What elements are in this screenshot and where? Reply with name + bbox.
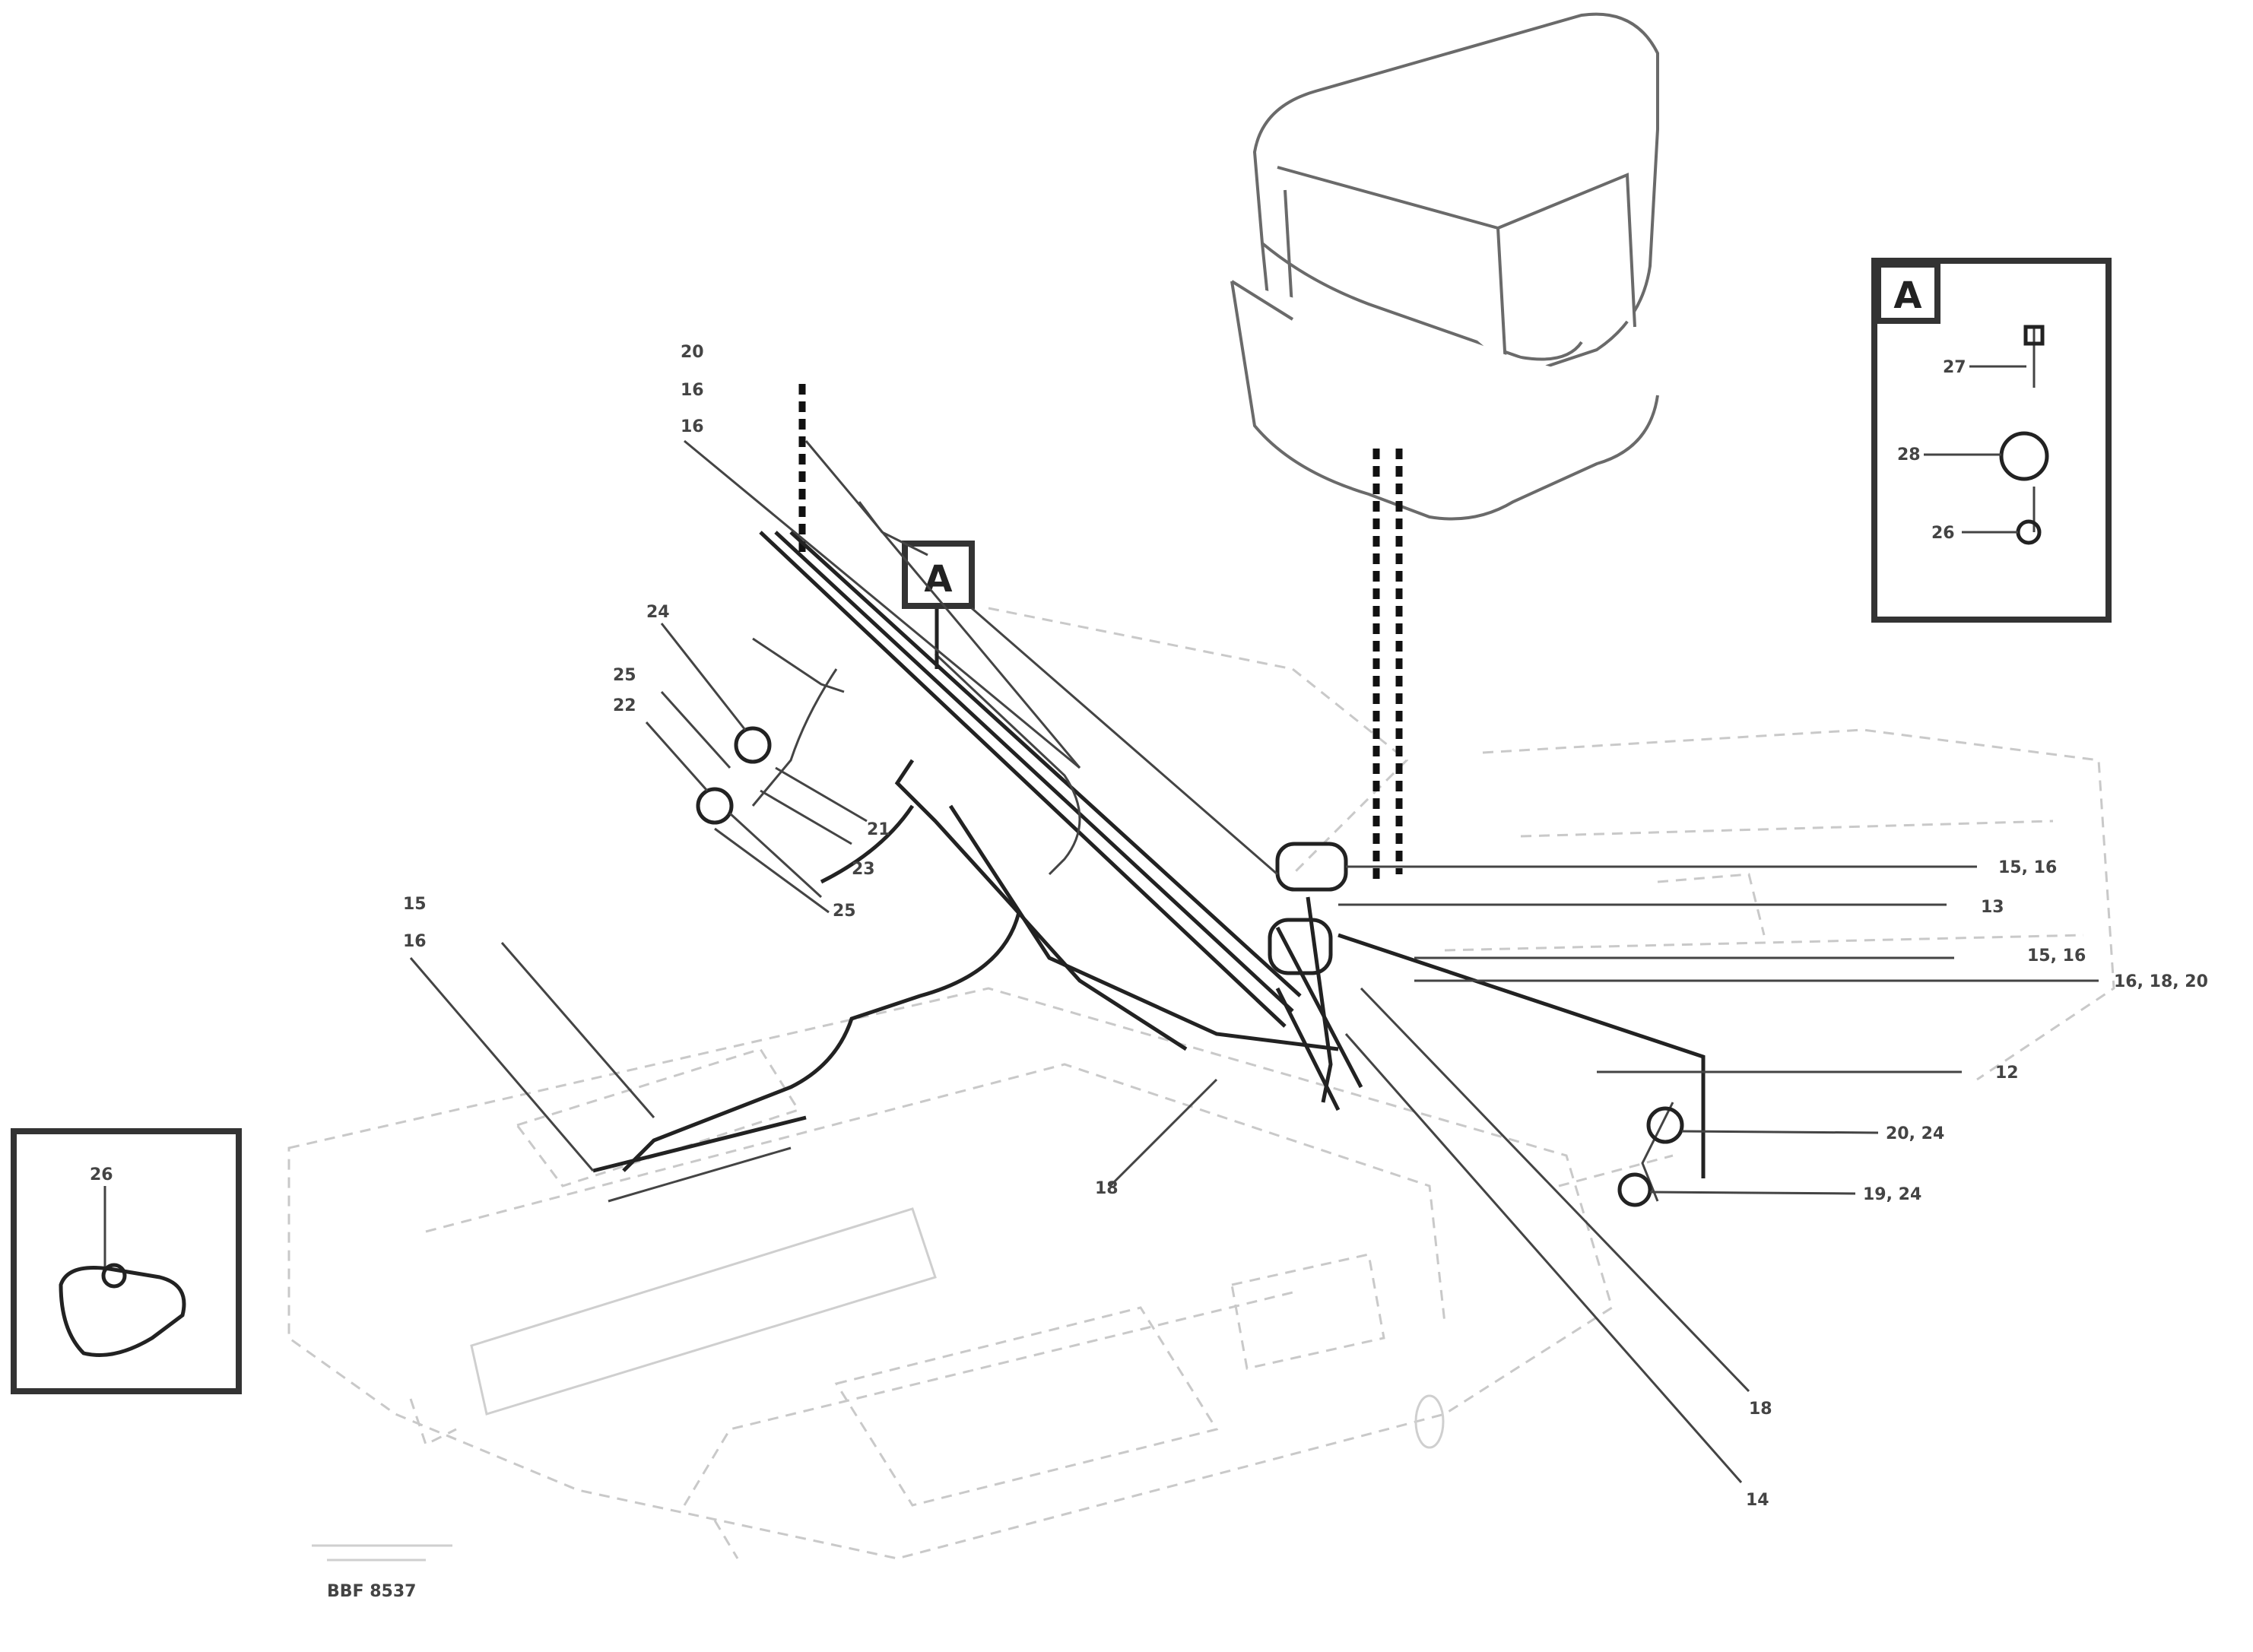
callout-20-24: 20, 24 (1886, 1124, 1944, 1143)
svg-text:22: 22 (613, 696, 636, 715)
svg-text:27: 27 (1943, 358, 1966, 377)
svg-text:23: 23 (852, 860, 875, 879)
callout-16-18-20: 16, 18, 20 (2114, 972, 2208, 991)
svg-text:A: A (1893, 274, 1921, 317)
detail-inset-a: A 27 28 26 (1871, 258, 2112, 623)
svg-text:25: 25 (833, 902, 856, 921)
svg-text:26: 26 (1931, 524, 1955, 543)
callout-15-16-b: 15, 16 (2027, 946, 2086, 966)
callout-15-16-a: 15, 16 (1998, 858, 2057, 877)
reference-code: BBF 8537 (327, 1582, 416, 1601)
leader-lines (409, 439, 2099, 1483)
operator-cab (1230, 12, 1659, 521)
footer-reference: BBF 8537 (312, 1544, 452, 1601)
svg-text:24: 24 (646, 603, 670, 622)
svg-text:20: 20 (681, 343, 704, 362)
main-harness (592, 531, 1706, 1203)
svg-text:16: 16 (403, 932, 427, 951)
connector-group (696, 726, 1684, 1207)
callout-14: 14 (1746, 1491, 1769, 1510)
cab-cable-run (798, 384, 1403, 882)
svg-text:15: 15 (403, 895, 427, 914)
callout-12: 12 (1995, 1064, 2019, 1083)
svg-text:28: 28 (1897, 446, 1921, 465)
detail-inset-left: 26 (11, 1128, 242, 1394)
svg-text:18: 18 (1095, 1179, 1119, 1198)
svg-text:21: 21 (867, 820, 890, 839)
callout-18: 18 (1749, 1400, 1772, 1419)
callout-19-24: 19, 24 (1863, 1185, 1921, 1204)
svg-text:26: 26 (90, 1165, 113, 1184)
svg-text:16: 16 (681, 417, 704, 436)
callout-labels: 20 16 16 15, 16 13 15, 16 16, 18, 20 12 … (403, 343, 2208, 1510)
svg-text:25: 25 (613, 666, 636, 685)
svg-text:A: A (924, 558, 952, 601)
svg-text:16: 16 (681, 381, 704, 400)
detail-a-marker: A (902, 541, 975, 669)
callout-13: 13 (1981, 898, 2004, 917)
machine-frame-outline (287, 607, 2115, 1560)
